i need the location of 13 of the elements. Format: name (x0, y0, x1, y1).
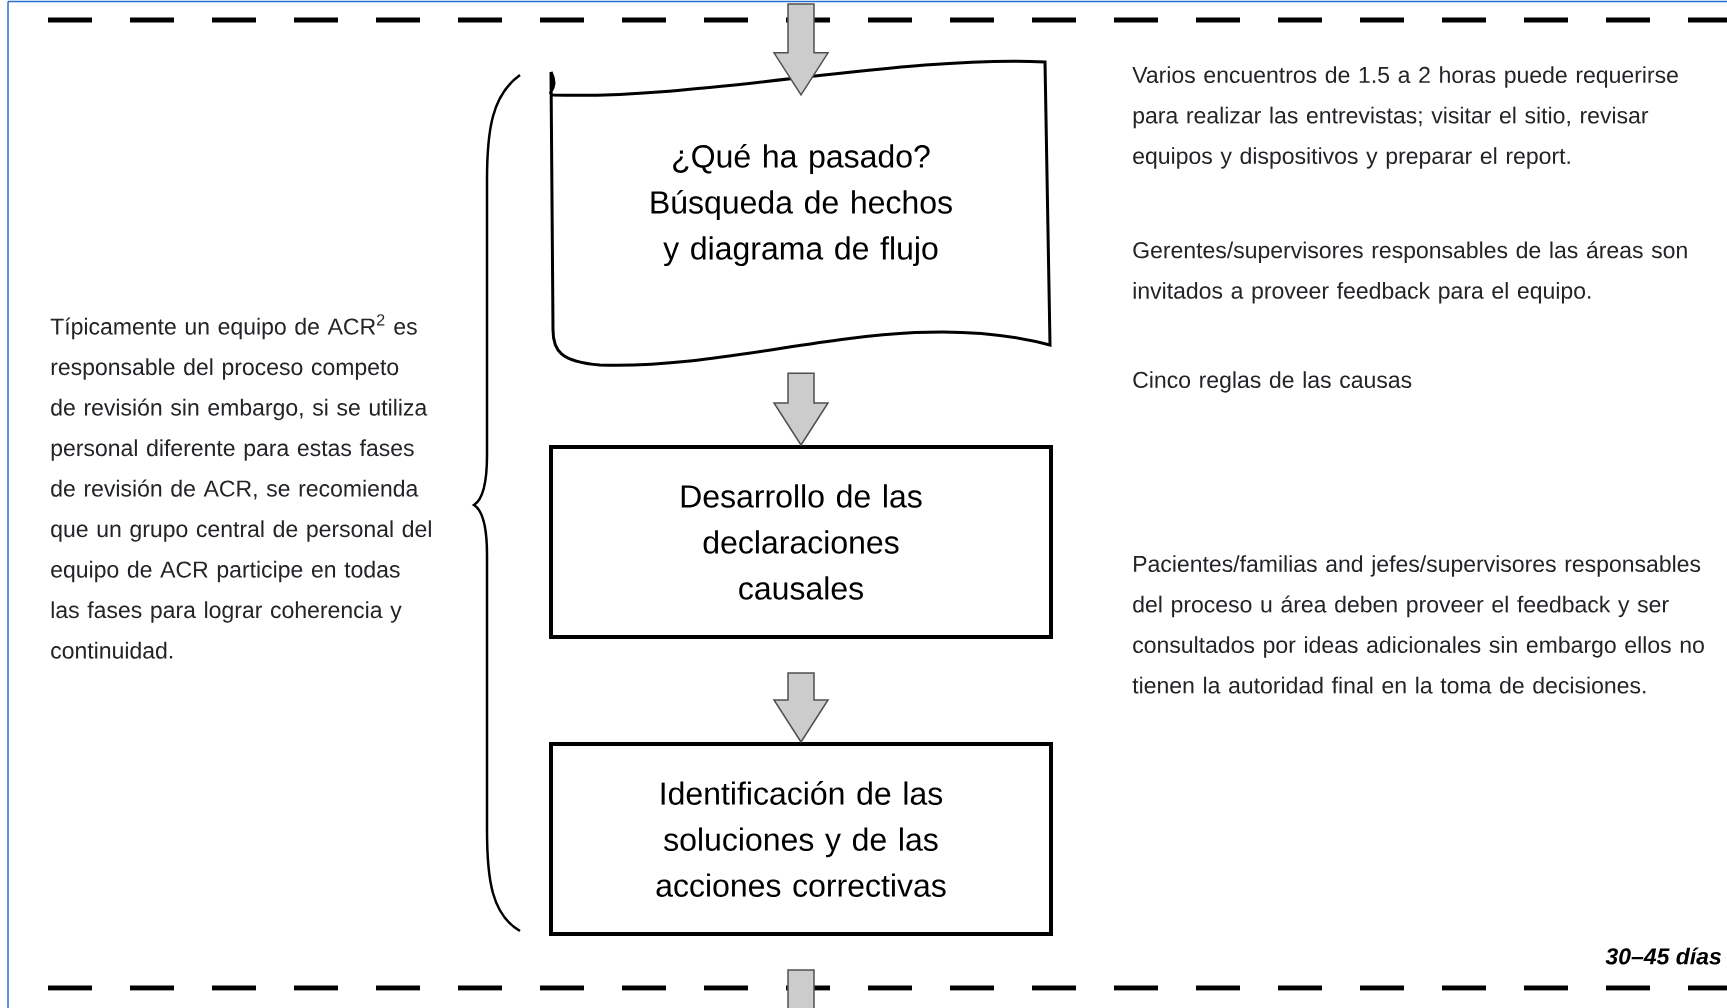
note-text: Cinco reglas de las causas (1133, 371, 1412, 393)
note-text: Pacientes/familias and jefes/supervisores responsables del proceso u área deben proveer el feedback y ser consultados por ideas adicionales sin embargo ellos no tienen la autoridad final en la toma de decisiones. (1132, 555, 1704, 694)
note-text: Típicamente un equipo de ACR$^{2}$ es responsable del proceso competo de revisión sin embargo, si se utiliza personal diferente para estas fases de revisión de ACR, se recomienda que un grupo central de personal del equipo de ACR participe en todas las fases para lograr coherencia y continuidad. (50, 314, 431, 659)
document-shape: ¿Qué ha pasado? Búsqueda de hechos y diagrama de flujo (549, 59, 1052, 367)
block-arrow (772, 3, 830, 97)
note-text: Varios encuentros de 1.5 a 2 horas puede requerirse para realizar las entrevistas; visitar el sitio, revisar equipos y dispositivos y preparar el report. (1132, 66, 1678, 169)
note-text: Gerentes/supervisores responsables de las áreas son invitados a proveer feedback para el equipo. (1133, 241, 1687, 304)
block-arrow (772, 672, 830, 744)
process-box: Desarrollo de las declaraciones causales (549, 445, 1053, 639)
process-box: Identificación de las soluciones y de las acciones correctivas (549, 742, 1053, 936)
block-arrow (787, 969, 815, 1008)
duration-label: 30–45 días (1605, 947, 1721, 965)
block-arrow (772, 372, 830, 447)
